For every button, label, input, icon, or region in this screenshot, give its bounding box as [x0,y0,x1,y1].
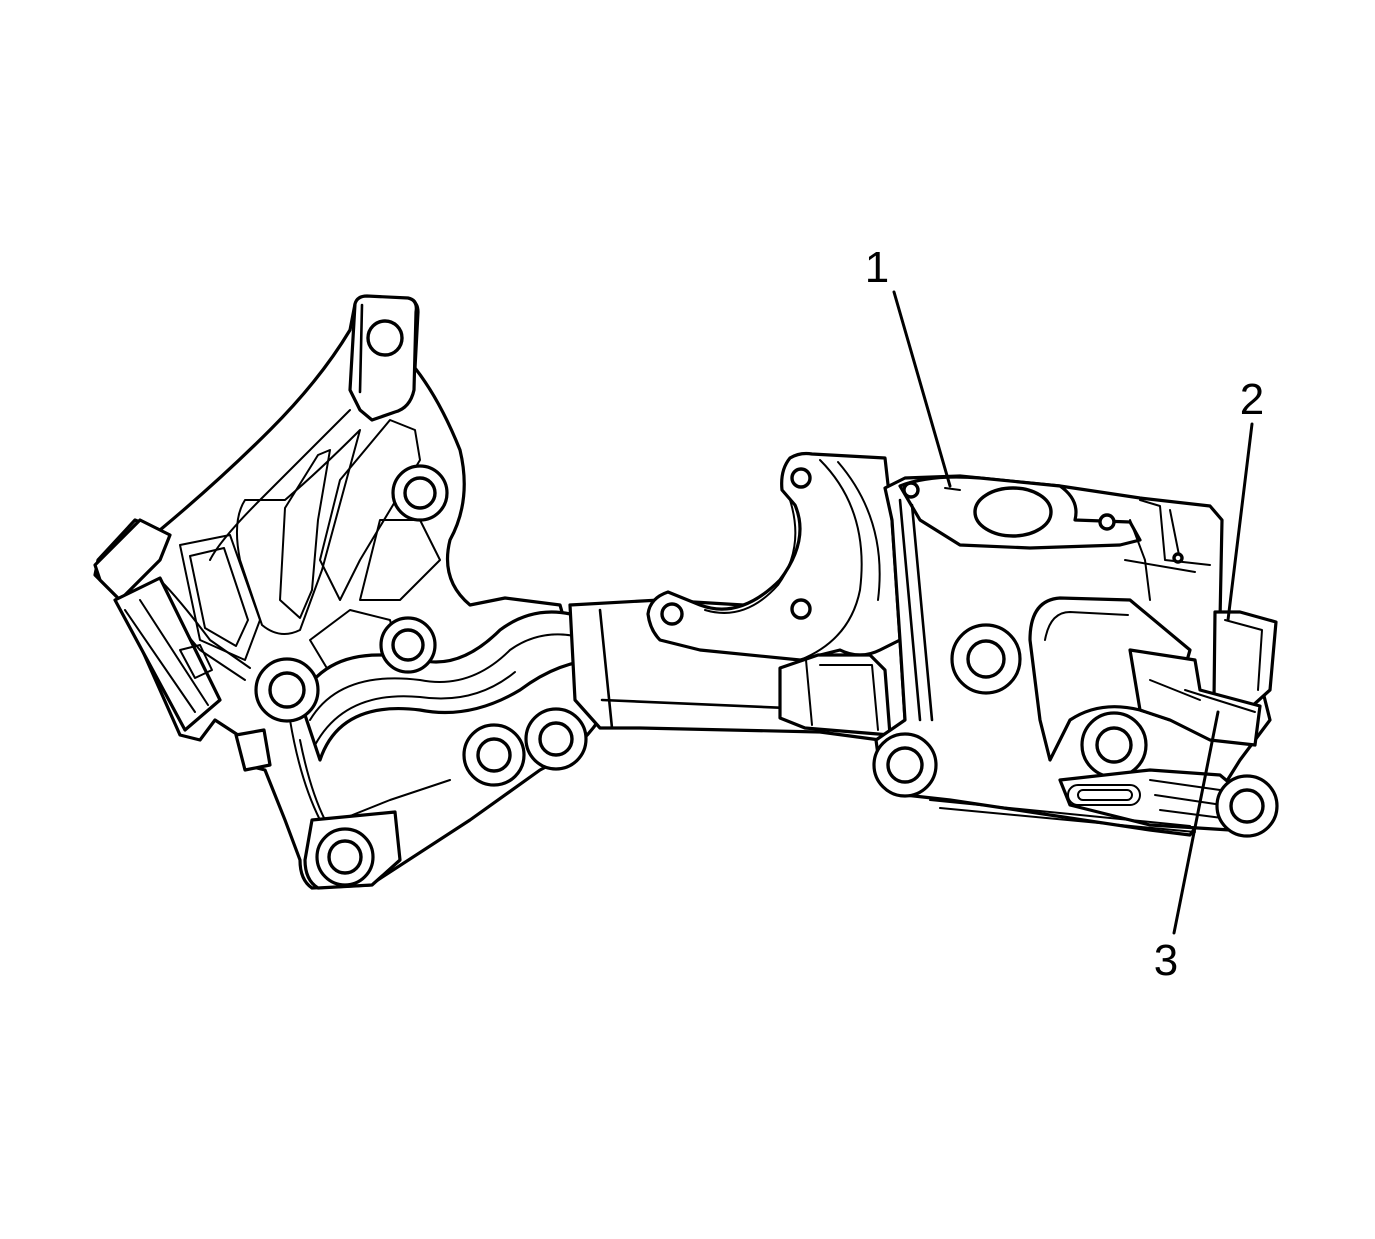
callout-2: 2 [1226,375,1264,622]
leader-line-3 [1172,710,1220,935]
right-bracket-section [872,474,1279,838]
callout-label-2: 2 [1240,375,1264,424]
bolt-boss [1215,774,1279,838]
left-bracket-arm [93,294,612,890]
bolt-boss [379,616,437,674]
callout-label-1: 1 [865,243,889,292]
bolt-boss [462,723,526,787]
leader-line-2 [1226,422,1254,622]
center-bracket-section [568,451,907,742]
callout-1: 1 [865,243,952,488]
bolt-boss [524,707,588,771]
bolt-boss [254,657,320,723]
bolt-boss [950,623,1022,695]
bolt-boss [315,827,375,887]
bolt-boss [1080,711,1148,779]
leader-line-1 [892,290,952,488]
callout-label-3: 3 [1154,936,1178,985]
callout-3: 3 [1154,710,1220,985]
bolt-boss [391,464,449,522]
bolt-boss [872,732,938,798]
